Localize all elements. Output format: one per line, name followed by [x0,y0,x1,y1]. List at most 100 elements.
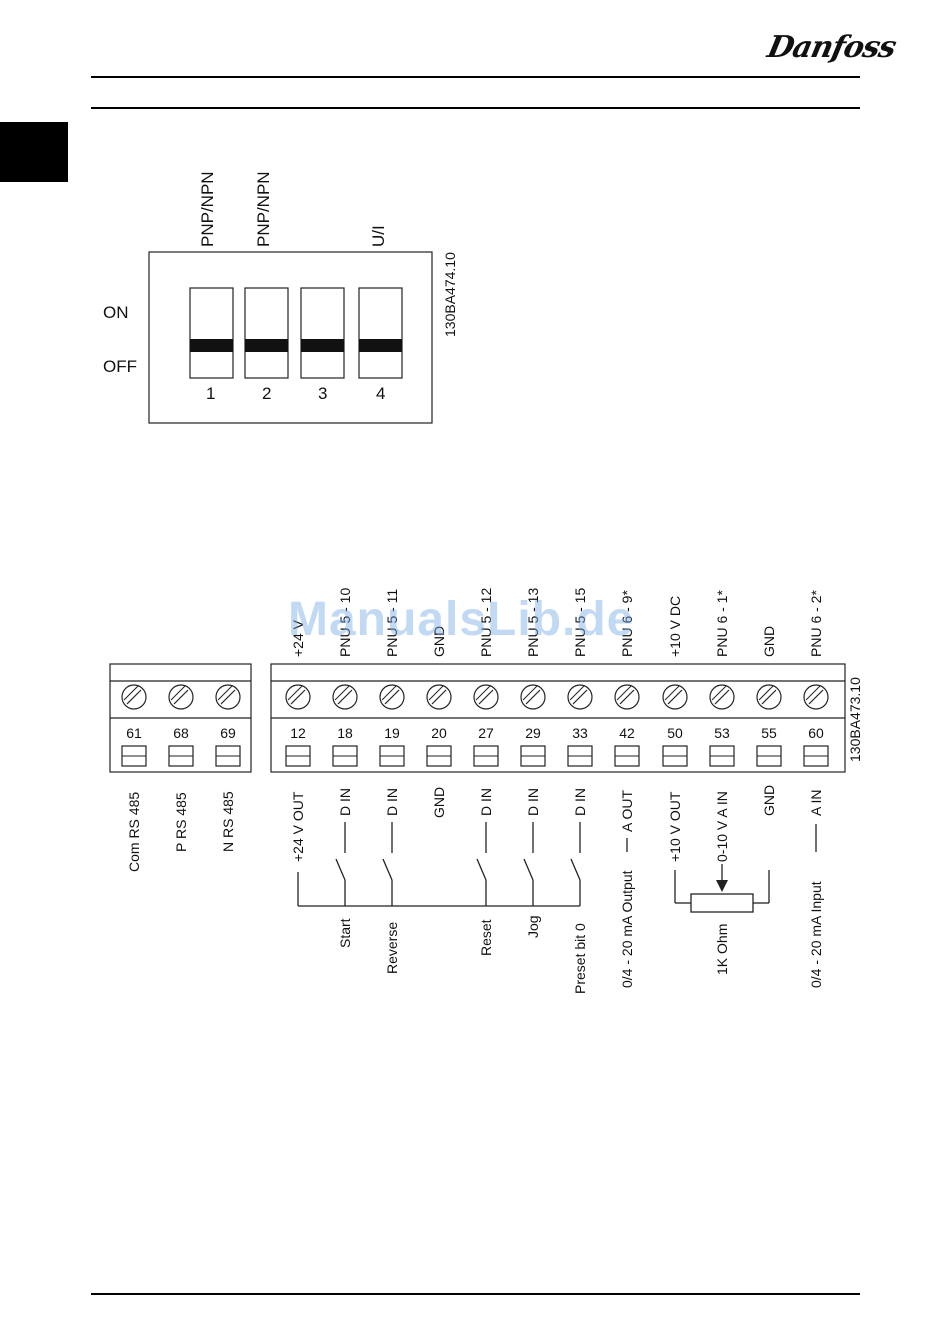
wiring-label-pot: 1K Ohm [714,923,730,975]
terminal-number-53: 53 [714,725,730,741]
potentiometer [674,864,770,913]
terminal-screw-icon [756,684,782,710]
rs485-label-n: N RS 485 [220,791,236,852]
terminal-top-label-29: PNU 5 - 13 [525,587,541,657]
terminal-bottom-label-60: A IN [808,789,824,816]
terminal-bottom-label-18: D IN [337,788,353,816]
terminal-screw-icon [285,684,311,710]
main-terminal-block [270,663,846,773]
terminal-screw-icon [803,684,829,710]
terminal-wire-slot [614,745,640,767]
dip-number-4: 4 [376,384,386,403]
terminal-bottom-label-12: +24 V OUT [290,791,306,862]
terminal-wire-slot [520,745,546,767]
wiring-label-reverse: Reverse [384,921,400,974]
terminal-number-50: 50 [667,725,683,741]
terminal-screws [121,684,829,767]
terminal-top-label-27: PNU 5 - 12 [478,587,494,657]
terminal-top-label-33: PNU 5 - 15 [572,587,588,657]
terminal-number-42: 42 [619,725,635,741]
terminal-screw-icon [567,684,593,710]
terminal-wire-slot [332,745,358,767]
rs485-label-p: P RS 485 [173,792,189,852]
rs485-number-69: 69 [220,725,236,741]
terminal-wire-slot [709,745,735,767]
rs485-block [109,663,252,773]
terminal-number-55: 55 [761,725,777,741]
terminal-bottom-label-33: D IN [572,788,588,816]
dip-switch-3[interactable] [300,287,345,379]
wiring-label-reset: Reset [478,919,494,956]
wiring-label-aout: 0/4 - 20 mA Output [619,870,635,988]
digital-input-wiring [297,822,817,907]
dip-on-label: ON [103,303,129,322]
terminal-bottom-label-55: GND [761,784,777,816]
dip-label-4: U/I [369,225,388,247]
terminal-number-12: 12 [290,725,306,741]
terminal-screw-icon [662,684,688,710]
terminal-figure-id: 130BA473.10 [847,677,863,762]
terminal-top-label-18: PNU 5 - 10 [337,587,353,657]
terminal-screw-icon [168,684,194,710]
terminal-screw-icon [215,684,241,710]
chapter-tab [0,122,68,182]
terminal-number-29: 29 [525,725,541,741]
terminal-top-label-53: PNU 6 - 1* [714,590,730,657]
terminal-wire-slot [662,745,688,767]
dip-label-1: PNP/NPN [198,171,217,247]
terminal-wire-slot [168,745,194,767]
terminal-bottom-label-42: A OUT [619,789,635,832]
terminal-wire-slot [567,745,593,767]
terminal-wire-slot [426,745,452,767]
dip-off-label: OFF [103,357,137,376]
terminal-number-27: 27 [478,725,494,741]
terminal-wire-slot [121,745,147,767]
terminal-number-33: 33 [572,725,588,741]
terminal-bottom-label-20: GND [431,786,447,818]
terminal-wire-slot [803,745,829,767]
terminal-wire-slot [473,745,499,767]
terminal-number-20: 20 [431,725,447,741]
footer-rule [91,1293,860,1295]
terminal-top-label-55: GND [761,625,777,657]
dip-switches [189,287,403,379]
terminal-bottom-label-27: D IN [478,788,494,816]
dip-number-1: 1 [206,384,216,403]
wiring-label-start: Start [337,918,353,948]
terminal-screw-icon [520,684,546,710]
terminal-screw-icon [473,684,499,710]
terminal-wire-slot [379,745,405,767]
terminal-screw-icon [379,684,405,710]
terminal-bottom-label-53: 0-10 V A IN [714,791,730,862]
terminal-screw-icon [614,684,640,710]
terminal-top-label-60: PNU 6 - 2* [808,590,824,657]
terminal-top-label-19: PNU 5 - 11 [384,588,400,657]
dip-figure-id: 130BA474.10 [442,252,458,337]
dip-switch-2[interactable] [244,287,289,379]
terminal-top-label-42: PNU 6 - 9* [619,590,635,657]
terminal-wire-slot [756,745,782,767]
terminal-top-label-50: +10 V DC [667,595,683,657]
rs485-label-com: Com RS 485 [126,791,142,872]
dip-switch-4[interactable] [358,287,403,379]
dip-switch-1[interactable] [189,287,234,379]
header-rule-top [91,76,860,78]
header-rule-bottom [91,107,860,109]
terminal-screw-icon [709,684,735,710]
terminal-bottom-label-19: D IN [384,788,400,816]
wiring-label-preset: Preset bit 0 [572,923,588,994]
wiring-label-ain: 0/4 - 20 mA Input [808,881,824,988]
terminal-wire-slot [285,745,311,767]
dip-number-2: 2 [262,384,272,403]
terminal-number-18: 18 [337,725,353,741]
terminal-screw-icon [332,684,358,710]
rs485-number-68: 68 [173,725,189,741]
terminal-number-60: 60 [808,725,824,741]
terminal-bottom-label-50: +10 V OUT [667,791,683,862]
dip-number-3: 3 [318,384,328,403]
terminal-screw-icon [426,684,452,710]
dip-switch-box [148,251,433,424]
terminal-screw-icon [121,684,147,710]
terminal-top-label-12: +24 V [290,620,306,657]
terminal-wire-slot [215,745,241,767]
